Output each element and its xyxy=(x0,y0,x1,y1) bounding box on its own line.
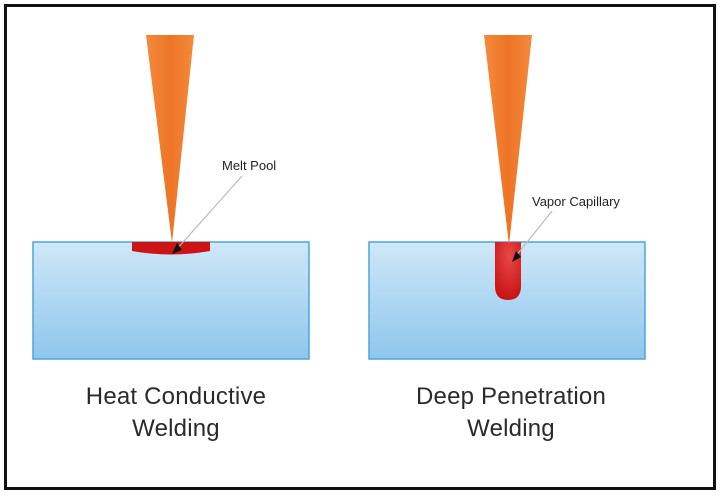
vapor-capillary-label: Vapor Capillary xyxy=(532,194,620,209)
vapor-capillary-leader-line xyxy=(515,210,553,257)
heat-conductive-panel: Melt Pool xyxy=(32,35,310,360)
melt-pool-shape xyxy=(132,242,210,255)
laser-beam-left xyxy=(146,35,194,243)
melt-pool-arrowhead-icon xyxy=(172,243,182,254)
caption-line: Deep Penetration xyxy=(416,383,606,410)
melt-pool-leader-line xyxy=(175,175,243,251)
caption-line: Heat Conductive xyxy=(85,383,267,410)
heat-conductive-caption: Heat Conductive Welding xyxy=(38,381,314,445)
deep-penetration-panel: Vapor Capillary xyxy=(368,35,646,360)
deep-penetration-caption: Deep Penetration Welding xyxy=(366,381,656,445)
vapor-capillary-shape xyxy=(495,242,521,300)
caption-line: Welding xyxy=(132,415,220,442)
melt-pool-label: Melt Pool xyxy=(222,158,276,173)
caption-line: Welding xyxy=(467,415,555,442)
laser-beam-right xyxy=(484,35,532,245)
workpiece-left xyxy=(32,241,310,360)
vapor-capillary-arrowhead-icon xyxy=(512,251,521,262)
